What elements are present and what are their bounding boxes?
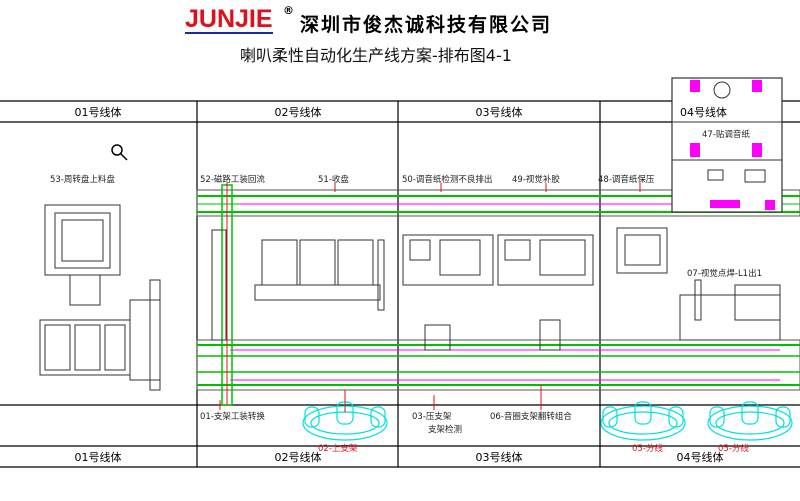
header: JUNJIE ® 深圳市俊杰诚科技有限公司 喇叭柔性自动化生产线方案-排布图4-… [0,0,800,75]
label-station-51: 51-收盘 [318,174,349,185]
label-station-05a: 05-分线 [632,443,663,454]
robot-05a [600,401,686,441]
robot-05b [707,401,793,441]
line-body-label-bottom: 03号线体 [476,450,523,464]
label-station-47: 47-贴调音纸 [702,129,750,140]
logo: JUNJIE [185,5,273,34]
company-name: 深圳市俊杰诚科技有限公司 [300,14,553,36]
station-51-trays [211,229,385,341]
label-station-02: 02-上支架 [318,443,358,454]
label-station-06: 06-音圈支架翻转组合 [490,411,572,422]
grid-lines [0,100,800,468]
station-48-machine [616,227,668,274]
station-50-49-machines [402,234,594,351]
label-station-48: 48-调音纸保压 [598,174,655,185]
label-station-01: 01-支架工装转换 [200,411,265,422]
station-47-machine: 04号线体 [671,77,783,213]
line-body-label-bottom: 04号线体 [677,450,724,464]
label-station-03: 03-压支架 [412,411,452,422]
station-53-turntable [39,204,161,391]
label-station-07: 07-视觉点焊-L1出1 [687,268,762,279]
registered-mark: ® [283,4,294,17]
lower-conveyor [196,339,800,391]
diagram-title: 喇叭柔性自动化生产线方案-排布图4-1 [240,46,512,65]
line-body-label-top: 01号线体 [75,105,122,119]
line-body-label-top: 02号线体 [275,105,322,119]
label-station-52: 52-磁路工装回流 [200,174,265,185]
label-station-53: 53-周转盘上料盘 [50,174,115,185]
magnifier-icon[interactable] [111,144,128,161]
label-station-49: 49-视觉补胶 [512,174,560,185]
line-body-label-top: 04号线体 [680,105,727,119]
line-body-label-bottom: 02号线体 [275,450,322,464]
label-station-03-detect: 支架检测 [428,424,462,435]
line-body-label-bottom: 01号线体 [75,450,122,464]
station-07-machine [679,279,781,341]
leader-lines [219,183,641,412]
line-body-label-top: 03号线体 [476,105,523,119]
label-station-05b: 05-分线 [718,443,749,454]
label-station-50: 50-调音纸检测不良排出 [402,174,492,185]
